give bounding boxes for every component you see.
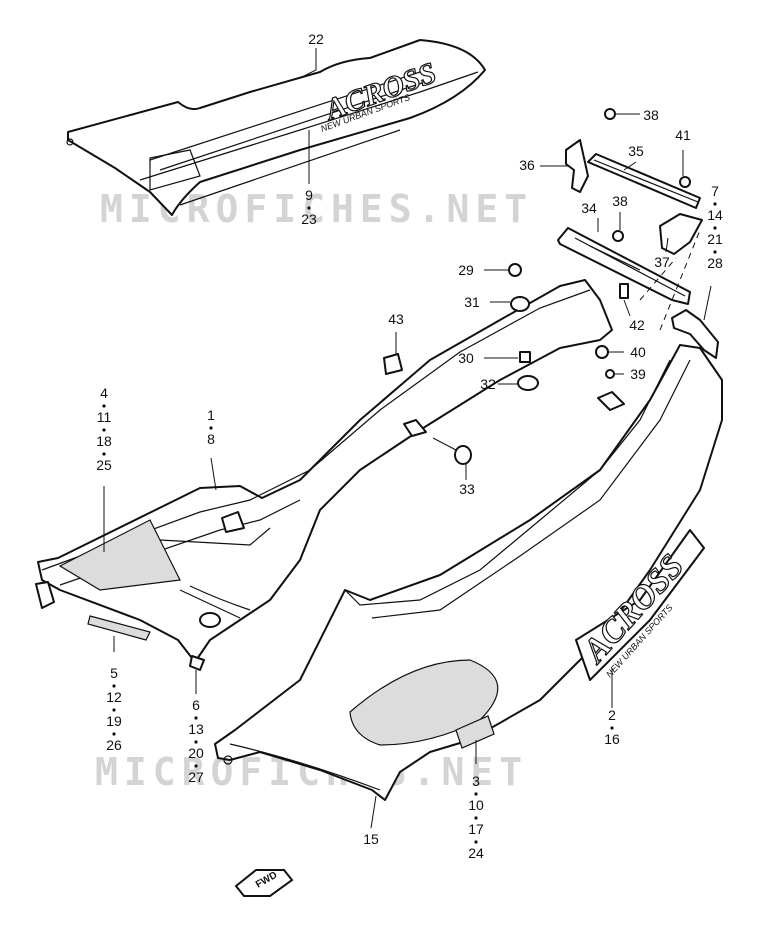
callout-separator-dot <box>112 732 116 736</box>
side-bracket <box>671 309 719 359</box>
part-number-15: 15 <box>363 831 379 847</box>
small-parts <box>87 108 691 749</box>
rear-rack-assembly <box>557 139 703 331</box>
part-number-39: 39 <box>630 366 646 382</box>
callout-separator-dot <box>713 202 717 206</box>
part-number-31: 31 <box>464 294 480 310</box>
callout-separator-dot <box>112 708 116 712</box>
part-number-36: 36 <box>519 157 535 173</box>
part-number-7: 7 <box>711 183 719 199</box>
leader-lines <box>103 48 712 829</box>
part-number-13: 13 <box>188 721 204 737</box>
frame-cover-lower <box>214 344 723 801</box>
callout-separator-dot <box>474 840 478 844</box>
tail-cowl-upper: ACROSS NEW URBAN SPORTS <box>66 39 486 216</box>
part-number-23: 23 <box>301 211 317 227</box>
part-number-11: 11 <box>97 409 112 425</box>
part-number-41: 41 <box>675 127 691 143</box>
part-number-20: 20 <box>188 745 204 761</box>
callout-separator-dot <box>713 226 717 230</box>
part-number-16: 16 <box>604 731 620 747</box>
frame-cover-upper <box>35 279 613 663</box>
part-number-33: 33 <box>459 481 475 497</box>
part-number-22: 22 <box>308 31 324 47</box>
part-number-5: 5 <box>110 665 118 681</box>
part-number-19: 19 <box>106 713 122 729</box>
callout-separator-dot <box>474 816 478 820</box>
callout-separator-dot <box>102 404 106 408</box>
part-number-24: 24 <box>468 845 484 861</box>
part-number-2: 2 <box>608 707 616 723</box>
part-number-35: 35 <box>628 143 644 159</box>
part-number-18: 18 <box>96 433 112 449</box>
part-number-42: 42 <box>629 317 645 333</box>
part-number-37: 37 <box>654 254 670 270</box>
part-number-27: 27 <box>188 769 204 785</box>
part-number-3: 3 <box>472 773 480 789</box>
part-number-40: 40 <box>630 344 646 360</box>
callout-separator-dot <box>194 740 198 744</box>
callout-separator-dot <box>474 792 478 796</box>
part-number-6: 6 <box>192 697 200 713</box>
callout-separator-dot <box>112 684 116 688</box>
part-number-21: 21 <box>707 231 723 247</box>
part-number-12: 12 <box>106 689 122 705</box>
callout-separator-dot <box>194 716 198 720</box>
part-number-25: 25 <box>96 457 112 473</box>
callout-separator-dot <box>307 206 311 210</box>
part-number-26: 26 <box>106 737 122 753</box>
part-number-32: 32 <box>480 376 496 392</box>
part-number-1: 1 <box>207 407 215 423</box>
part-number-34: 34 <box>581 200 597 216</box>
callout-separator-dot <box>102 452 106 456</box>
callout-separator-dot <box>209 426 213 430</box>
part-number-8: 8 <box>207 431 215 447</box>
part-number-38: 38 <box>612 193 628 209</box>
part-number-9: 9 <box>305 187 313 203</box>
callout-separator-dot <box>102 428 106 432</box>
callout-separator-dot <box>713 250 717 254</box>
callout-separator-dot <box>610 726 614 730</box>
part-number-38: 38 <box>643 107 659 123</box>
fwd-arrow-badge: FWD <box>234 869 294 897</box>
part-number-10: 10 <box>468 797 484 813</box>
part-number-4: 4 <box>100 385 108 401</box>
part-number-14: 14 <box>707 207 723 223</box>
part-number-30: 30 <box>458 350 474 366</box>
part-number-28: 28 <box>707 255 723 271</box>
callout-separator-dot <box>194 764 198 768</box>
part-number-17: 17 <box>468 821 484 837</box>
part-number-29: 29 <box>458 262 474 278</box>
part-number-43: 43 <box>388 311 404 327</box>
